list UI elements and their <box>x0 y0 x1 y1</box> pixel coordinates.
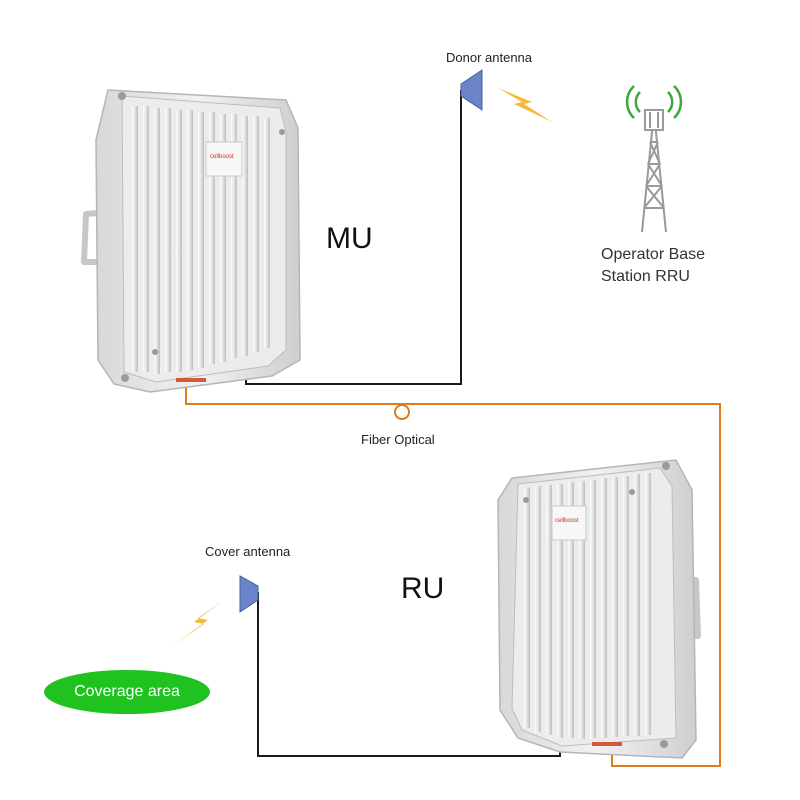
base-station-label-line1: Operator Base <box>601 246 706 263</box>
ru-unit: cellboost <box>497 459 701 759</box>
fiber-optical-link <box>185 378 721 767</box>
ru-heatsink-fins <box>524 473 651 739</box>
donor-lightning-icon <box>498 88 552 122</box>
mu-brand-logo: cellboost <box>210 154 234 160</box>
fiber-connector-icon <box>394 404 410 420</box>
coverage-area-badge: Coverage area <box>44 670 210 714</box>
cover-antenna-label: Cover antenna <box>205 544 291 559</box>
mu-unit: cellboost <box>81 89 301 393</box>
coverage-area-label: Coverage area <box>74 683 180 700</box>
base-station-tower-icon <box>641 109 667 233</box>
donor-antenna-icon <box>460 69 483 111</box>
signal-waves-icon <box>625 85 683 119</box>
cover-lightning-icon <box>172 600 224 646</box>
base-station-label-line2: Station RRU <box>601 268 690 285</box>
donor-antenna-label: Donor antenna <box>446 50 533 65</box>
ru-brand-logo: cellboost <box>555 518 579 524</box>
base-station-label: Operator Base Station RRU <box>601 244 705 288</box>
fiber-optical-label: Fiber Optical <box>361 432 435 447</box>
ru-label: RU <box>401 572 445 605</box>
mu-heatsink-fins <box>132 106 270 374</box>
mu-label: MU <box>326 222 373 255</box>
cover-antenna-icon <box>239 575 259 613</box>
